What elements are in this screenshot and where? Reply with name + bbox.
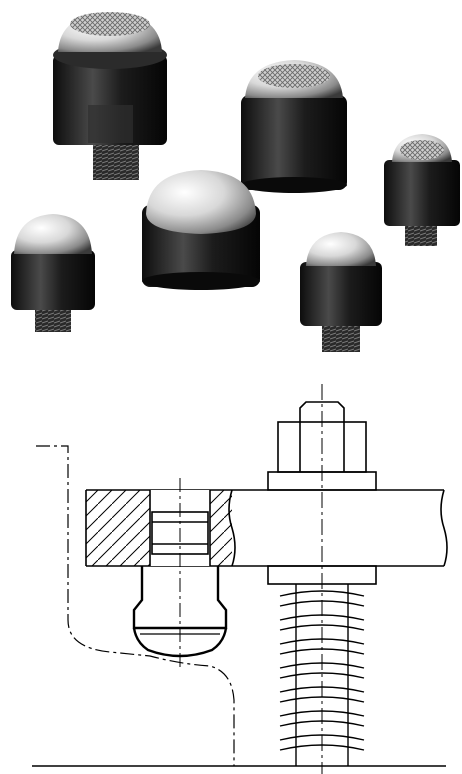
wide-serrated-pad [241,60,347,193]
chrome-head [306,232,376,266]
ball-pad-left [11,214,95,332]
chrome-head [146,170,256,234]
threaded-insert [151,478,209,670]
tall-serrated-pad [53,12,167,180]
spring [279,584,365,766]
washer [267,565,377,585]
pad-body [384,160,460,226]
serrated-face [258,64,330,88]
pad-body [53,55,167,145]
large-smooth-pad [142,170,260,290]
plate [85,489,448,567]
technical-drawing [32,384,448,774]
pad-body [11,250,95,310]
serrated-face [70,12,150,36]
photo-section [11,12,460,352]
ball-pad-right [300,232,382,352]
workpiece-outline [36,445,235,766]
small-serrated-pad [384,134,460,246]
pad-body [300,262,382,326]
serrated-face [400,140,444,160]
pad-body [241,95,347,190]
chrome-head [14,214,92,254]
thrust-pad [132,566,228,658]
